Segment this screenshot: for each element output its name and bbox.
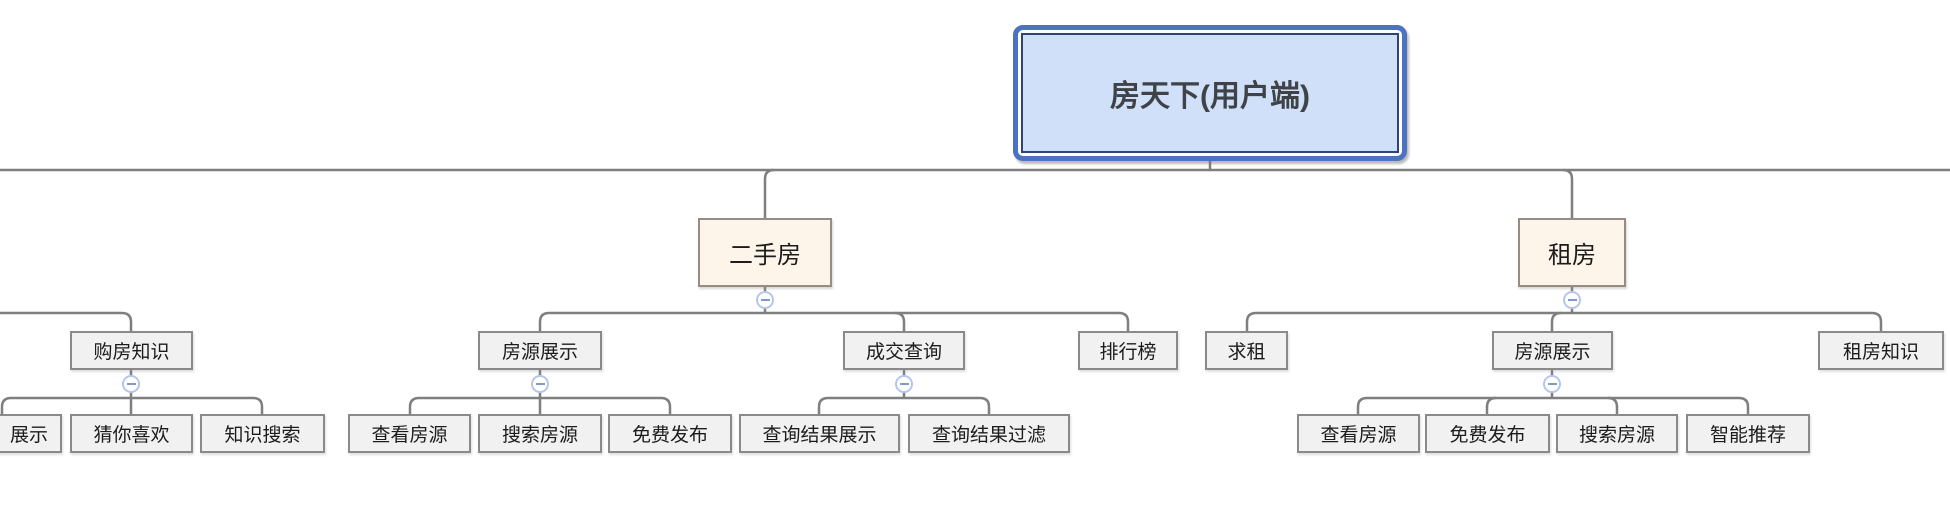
node-fangyuanzhanshi-zf[interactable]: 房源展示 bbox=[1492, 331, 1613, 370]
node-sousuofangyuan-zf[interactable]: 搜索房源 bbox=[1556, 414, 1678, 453]
connector-line bbox=[660, 396, 672, 414]
connector-line bbox=[1118, 311, 1130, 331]
node-label: 查看房源 bbox=[1320, 425, 1397, 446]
node-label: 房源展示 bbox=[501, 342, 578, 363]
root-node-inner: 房天下(用户端) bbox=[1021, 33, 1399, 153]
collapse-button-ershoufang[interactable] bbox=[756, 291, 774, 309]
node-label: 展示 bbox=[9, 425, 48, 446]
connector-line bbox=[1871, 311, 1883, 331]
node-zhinengtuijian[interactable]: 智能推荐 bbox=[1686, 414, 1810, 453]
connector-line bbox=[1738, 396, 1750, 414]
node-label: 二手房 bbox=[729, 242, 801, 269]
collapse-button-fangyuanzhanshi-zf[interactable] bbox=[1543, 375, 1561, 393]
connector-line bbox=[408, 396, 420, 414]
connector-line bbox=[817, 396, 829, 414]
node-label: 查询结果过滤 bbox=[931, 425, 1046, 446]
connector-line bbox=[763, 168, 775, 218]
node-ershoufang[interactable]: 二手房 bbox=[698, 218, 832, 287]
connector-line bbox=[1607, 396, 1619, 414]
node-chakanfangyuan-zf[interactable]: 查看房源 bbox=[1297, 414, 1420, 453]
collapse-button-fangyuanzhanshi-esf[interactable] bbox=[531, 375, 549, 393]
node-label: 查看房源 bbox=[371, 425, 448, 446]
node-label: 购房知识 bbox=[93, 342, 170, 363]
node-label: 查询结果展示 bbox=[762, 425, 877, 446]
node-cainixihuan[interactable]: 猜你喜欢 bbox=[70, 414, 193, 453]
connector-line bbox=[1562, 168, 1574, 218]
connector-line bbox=[894, 311, 906, 331]
node-label: 房源展示 bbox=[1514, 342, 1591, 363]
node-mianfeifabu-esf[interactable]: 免费发布 bbox=[608, 414, 732, 453]
connector-line bbox=[252, 396, 264, 414]
node-label: 搜索房源 bbox=[501, 425, 578, 446]
node-label: 知识搜索 bbox=[224, 425, 301, 446]
node-zhishisousuo[interactable]: 知识搜索 bbox=[200, 414, 325, 453]
node-root[interactable]: 房天下(用户端) bbox=[1013, 25, 1407, 161]
connector-line bbox=[979, 396, 991, 414]
node-chengjiaochaxun[interactable]: 成交查询 bbox=[843, 331, 965, 370]
node-paihangbang[interactable]: 排行榜 bbox=[1078, 331, 1178, 370]
node-zufang[interactable]: 租房 bbox=[1518, 218, 1626, 287]
connector-line bbox=[538, 311, 550, 331]
minus-icon bbox=[1567, 299, 1577, 301]
node-label: 搜索房源 bbox=[1578, 425, 1655, 446]
node-label: 猜你喜欢 bbox=[93, 425, 170, 446]
connector-line bbox=[121, 311, 133, 331]
node-label: 房天下(用户端) bbox=[1110, 80, 1310, 113]
node-chaxunjieguoguolv[interactable]: 查询结果过滤 bbox=[908, 414, 1070, 453]
collapse-button-goufangzhishi[interactable] bbox=[122, 375, 140, 393]
minus-icon bbox=[899, 383, 909, 385]
minus-icon bbox=[535, 383, 545, 385]
node-sousuofangyuan-esf[interactable]: 搜索房源 bbox=[478, 414, 602, 453]
node-label: 求租 bbox=[1227, 342, 1266, 363]
node-label: 智能推荐 bbox=[1709, 425, 1786, 446]
node-label: 租房 bbox=[1548, 242, 1596, 269]
connector-line bbox=[1356, 396, 1368, 414]
node-chaxunjieguozhanshi[interactable]: 查询结果展示 bbox=[739, 414, 900, 453]
node-label: 免费发布 bbox=[1449, 425, 1526, 446]
node-mianfeifabu-zf[interactable]: 免费发布 bbox=[1425, 414, 1550, 453]
node-chakanfangyuan-esf[interactable]: 查看房源 bbox=[348, 414, 471, 453]
node-zufangzhishi[interactable]: 租房知识 bbox=[1818, 331, 1944, 370]
collapse-button-chengjiaochaxun[interactable] bbox=[895, 375, 913, 393]
connector-line bbox=[0, 396, 12, 414]
minus-icon bbox=[1547, 383, 1557, 385]
connector-line bbox=[1485, 396, 1497, 414]
collapse-button-zufang[interactable] bbox=[1563, 291, 1581, 309]
node-label: 免费发布 bbox=[631, 425, 708, 446]
node-qiuzu[interactable]: 求租 bbox=[1205, 331, 1288, 370]
node-label: 排行榜 bbox=[1099, 342, 1157, 363]
minus-icon bbox=[126, 383, 136, 385]
connector-line bbox=[1245, 311, 1257, 331]
node-label: 成交查询 bbox=[865, 342, 942, 363]
node-goufangzhishi[interactable]: 购房知识 bbox=[70, 331, 193, 370]
node-label: 租房知识 bbox=[1842, 342, 1919, 363]
connector-line bbox=[1550, 311, 1562, 331]
node-zhanshi-cutoff[interactable]: 展示 bbox=[0, 414, 62, 453]
node-fangyuanzhanshi-esf[interactable]: 房源展示 bbox=[478, 331, 602, 370]
minus-icon bbox=[760, 299, 770, 301]
